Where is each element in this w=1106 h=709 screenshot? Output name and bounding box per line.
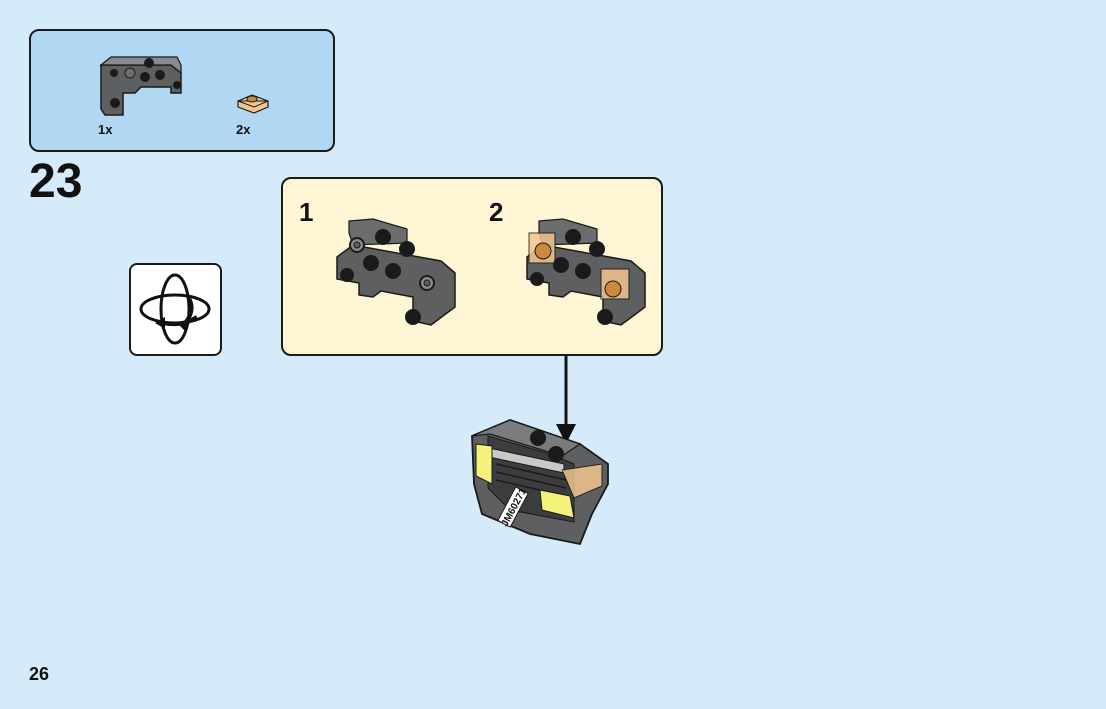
sub-step-label-1: 1: [299, 197, 314, 227]
sub-step-1-model: [333, 217, 463, 337]
sub-steps-box: 1 2: [281, 177, 663, 356]
parts-list-box: 1x 2x: [29, 29, 335, 152]
part-gray-bracket: [97, 51, 187, 121]
page-number: 26: [29, 664, 50, 684]
result-model: JM60271: [470, 414, 610, 554]
step-number: 23: [29, 155, 83, 208]
rotate-model-icon: [129, 263, 222, 356]
sub-step-2-model: [523, 217, 653, 337]
attach-arrow-icon: [556, 354, 576, 446]
part-qty-bracket: 1x: [98, 122, 113, 137]
part-qty-plate: 2x: [236, 122, 251, 137]
sub-step-label-2: 2: [489, 197, 504, 227]
part-tan-plate: [236, 91, 270, 115]
